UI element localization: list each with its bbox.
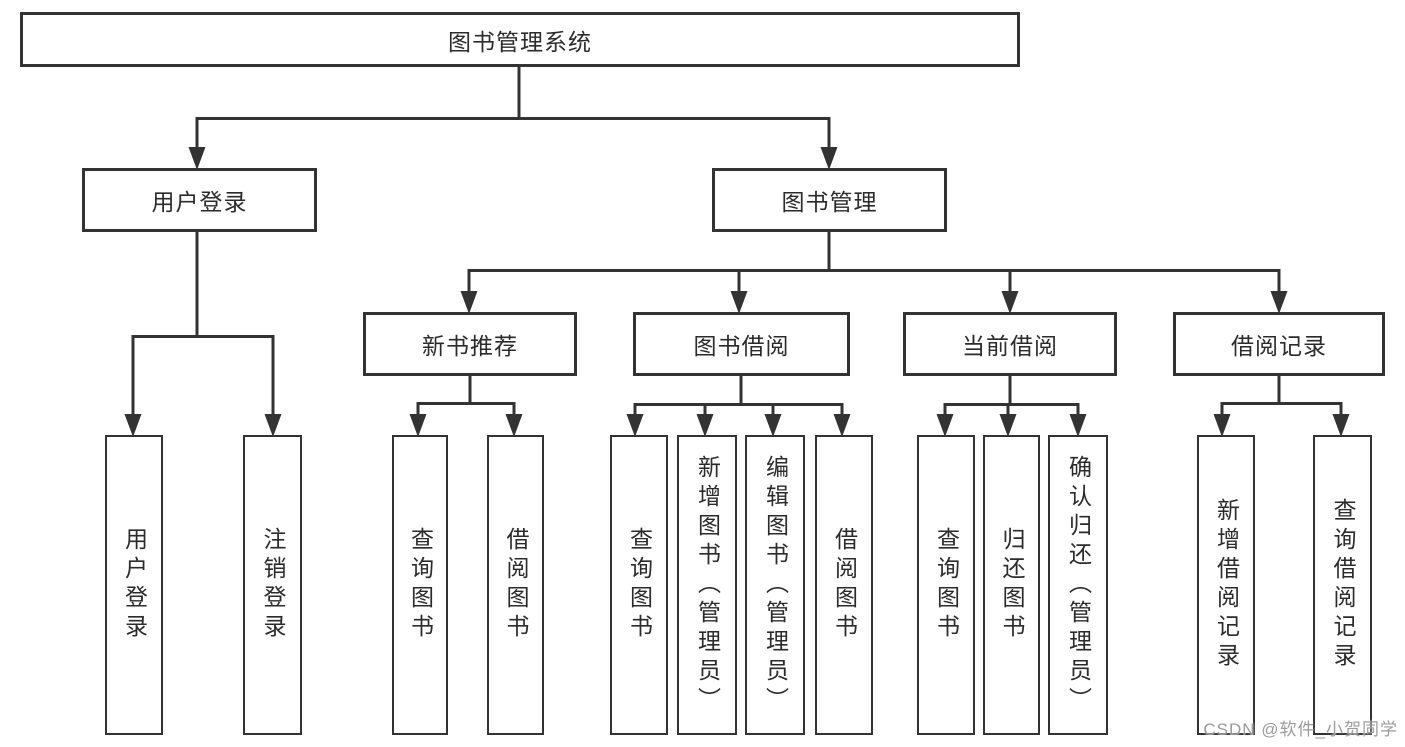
node-book-management: 图书管理 bbox=[712, 168, 947, 232]
node-label: 当前借阅 bbox=[962, 333, 1058, 359]
connector-new-book-recommend bbox=[416, 375, 516, 416]
node-label: 注销登录 bbox=[260, 527, 286, 643]
node-user-login: 用户登录 bbox=[82, 168, 317, 232]
leaf-borrow-query-book: 查询图书 bbox=[610, 435, 668, 735]
arrowhead-icon bbox=[730, 291, 748, 314]
connector-borrow-records bbox=[1220, 375, 1343, 416]
arrowhead-icon bbox=[1069, 414, 1087, 437]
watermark-text: CSDN @软件_小贺同学 bbox=[1203, 720, 1398, 739]
arrowhead-icon bbox=[505, 414, 523, 437]
arrowhead-icon bbox=[696, 414, 714, 437]
arrowhead-icon bbox=[764, 414, 782, 437]
node-label: 借阅图书 bbox=[831, 527, 858, 643]
arrowhead-icon bbox=[188, 147, 206, 170]
node-new-book-recommend: 新书推荐 bbox=[363, 312, 577, 376]
arrowhead-icon bbox=[264, 414, 282, 437]
arrowhead-icon bbox=[1213, 414, 1231, 437]
connector-book-borrow bbox=[633, 375, 844, 416]
leaf-logout: 注销登录 bbox=[243, 435, 302, 735]
arrowhead-icon bbox=[409, 414, 427, 437]
arrowhead-icon bbox=[1001, 291, 1019, 314]
node-label: 确认归还（管理员） bbox=[1065, 454, 1092, 716]
node-label: 图书管理系统 bbox=[448, 28, 592, 55]
node-label: 查询图书 bbox=[626, 527, 653, 643]
arrowhead-icon bbox=[999, 414, 1017, 437]
node-label: 借阅图书 bbox=[503, 527, 529, 643]
leaf-confirm-return-admin: 确认归还（管理员） bbox=[1048, 435, 1108, 735]
leaf-recommend-borrow-book: 借阅图书 bbox=[487, 435, 544, 735]
leaf-current-query-book: 查询图书 bbox=[917, 435, 975, 735]
node-label: 查询图书 bbox=[933, 527, 960, 643]
leaf-add-borrow-record: 新增借阅记录 bbox=[1197, 435, 1255, 735]
connector-root-to-level2 bbox=[195, 67, 831, 147]
arrowhead-icon bbox=[124, 414, 142, 437]
leaf-user-login: 用户登录 bbox=[105, 435, 163, 735]
leaf-query-borrow-record: 查询借阅记录 bbox=[1313, 435, 1372, 735]
arrowhead-icon bbox=[820, 147, 838, 170]
leaf-recommend-query-book: 查询图书 bbox=[392, 435, 448, 735]
connector-book-management-to-level3 bbox=[467, 232, 1281, 293]
node-label: 查询借阅记录 bbox=[1330, 498, 1356, 672]
node-label: 借阅记录 bbox=[1231, 333, 1327, 359]
node-label: 图书借阅 bbox=[693, 333, 790, 359]
node-label: 用户登录 bbox=[151, 189, 248, 215]
arrowhead-icon bbox=[1332, 414, 1350, 437]
connector-user-login-to-leaves bbox=[131, 232, 275, 414]
leaf-edit-book-admin: 编辑图书（管理员） bbox=[745, 435, 805, 735]
node-root-library-management-system: 图书管理系统 bbox=[20, 12, 1020, 67]
node-label: 编辑图书（管理员） bbox=[762, 454, 789, 716]
arrowheads bbox=[124, 147, 1350, 437]
node-label: 归还图书 bbox=[999, 527, 1025, 643]
arrowhead-icon bbox=[460, 291, 478, 314]
node-label: 新增借阅记录 bbox=[1213, 498, 1240, 672]
arrowhead-icon bbox=[833, 414, 851, 437]
node-book-borrow: 图书借阅 bbox=[633, 312, 850, 376]
node-label: 新增图书（管理员） bbox=[694, 454, 721, 716]
connector-current-borrow bbox=[943, 375, 1080, 416]
arrowhead-icon bbox=[626, 414, 644, 437]
node-label: 用户登录 bbox=[121, 527, 148, 643]
arrowhead-icon bbox=[1270, 291, 1288, 314]
node-label: 图书管理 bbox=[781, 189, 878, 215]
leaf-add-book-admin: 新增图书（管理员） bbox=[677, 435, 737, 735]
leaf-borrow-book: 借阅图书 bbox=[815, 435, 873, 735]
node-label: 新书推荐 bbox=[422, 333, 518, 359]
node-borrow-records: 借阅记录 bbox=[1173, 312, 1385, 376]
node-label: 查询图书 bbox=[407, 527, 434, 643]
node-current-borrow: 当前借阅 bbox=[903, 312, 1117, 376]
arrowhead-icon bbox=[936, 414, 954, 437]
leaf-return-book: 归还图书 bbox=[983, 435, 1040, 735]
